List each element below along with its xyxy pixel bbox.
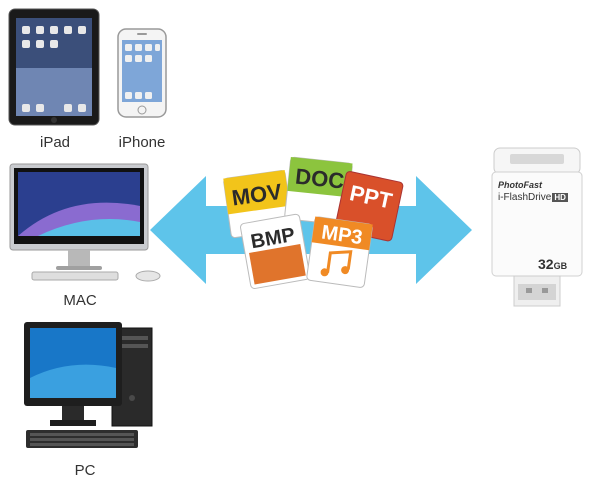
drive-brand: PhotoFast	[498, 180, 542, 190]
drive-model-badge: HD	[552, 193, 568, 202]
file-card-mov: MOV	[223, 170, 293, 239]
drive-capacity: 32GB	[538, 256, 567, 274]
iphone-label: iPhone	[118, 134, 166, 151]
file-types-cluster: MOV DOC PPT BMP MP3	[218, 156, 408, 296]
drive-model-name: i-FlashDrive	[498, 192, 552, 203]
ipad-device	[8, 8, 100, 126]
drive-capacity-unit: GB	[553, 261, 568, 271]
pc-device	[20, 318, 160, 458]
file-label-doc: DOC	[294, 164, 345, 194]
pc-label: PC	[74, 462, 96, 479]
mac-device	[8, 162, 170, 284]
transfer-arrow-icon	[150, 174, 472, 286]
ipad-label: iPad	[39, 134, 71, 151]
mac-label: MAC	[63, 292, 97, 309]
iphone-device	[117, 28, 167, 118]
file-card-mp3: MP3	[306, 216, 373, 288]
drive-capacity-value: 32	[538, 256, 554, 272]
file-card-bmp: BMP	[240, 213, 311, 289]
